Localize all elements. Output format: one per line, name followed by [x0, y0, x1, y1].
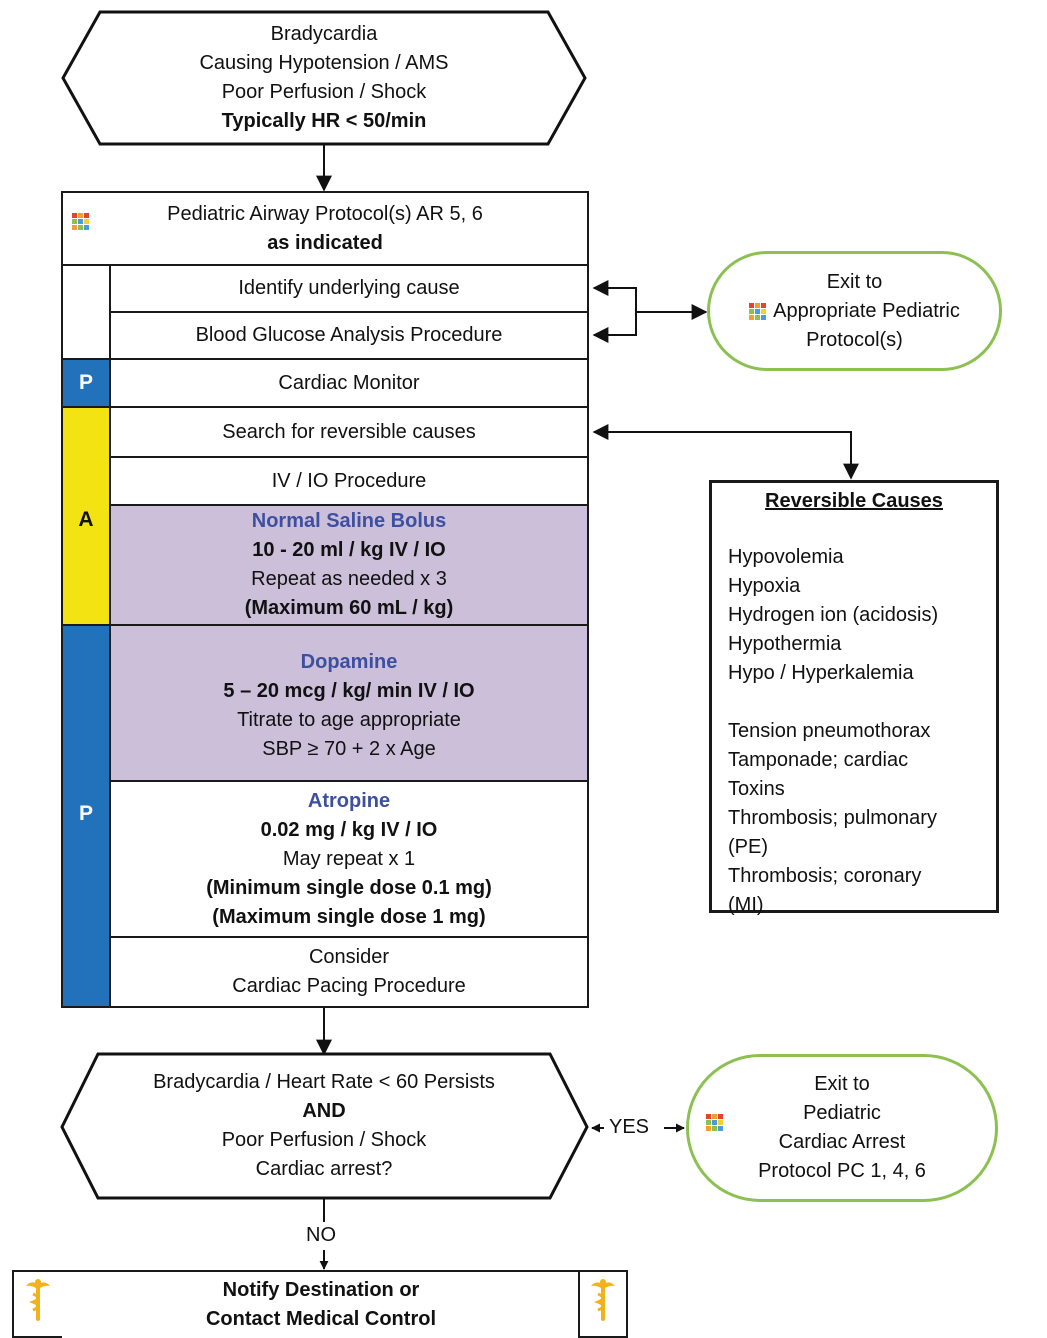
- yes-label: YES: [609, 1116, 650, 1138]
- exit-arrest-line-4: Protocol PC 1, 4, 6: [758, 1160, 926, 1182]
- start-node: Bradycardia Causing Hypotension / AMS Po…: [100, 14, 548, 142]
- decision-line-3: Poor Perfusion / Shock: [221, 1129, 427, 1151]
- caduceus-icon: [591, 1279, 615, 1321]
- atropine-dose: 0.02 mg / kg IV / IO: [260, 818, 438, 841]
- start-line-3: Poor Perfusion / Shock: [221, 81, 427, 103]
- notify-line-1: Notify Destination or: [222, 1279, 420, 1301]
- dopamine-name: Dopamine: [300, 651, 398, 673]
- cause-hypoxia: Hypoxia: [728, 575, 801, 597]
- atropine-name: Atropine: [307, 789, 391, 812]
- level-strip-advanced: A: [61, 406, 111, 626]
- medical-control-right: [578, 1270, 628, 1338]
- airway-protocol-title: Pediatric Airway Protocol(s) AR 5, 6: [167, 202, 483, 225]
- level-a-label: A: [78, 508, 94, 531]
- cardiac-monitor-label: Cardiac Monitor: [278, 371, 420, 394]
- step-blood-glucose: Blood Glucose Analysis Procedure: [109, 311, 589, 360]
- atropine-min: (Minimum single dose 0.1 mg): [206, 876, 492, 899]
- strip-blank: [61, 264, 111, 360]
- cause-hydrogen-ion: Hydrogen ion (acidosis): [728, 604, 939, 626]
- dopamine-dose: 5 – 20 mcg / kg/ min IV / IO: [223, 680, 475, 702]
- medical-control-left: [12, 1270, 64, 1338]
- exit-arrest-line-2: Pediatric: [803, 1102, 881, 1124]
- cause-hypo-hyperkalemia: Hypo / Hyperkalemia: [728, 662, 914, 684]
- exit-top-line-3: Protocol(s): [806, 328, 903, 351]
- dopamine-box: Dopamine 5 – 20 mcg / kg/ min IV / IO Ti…: [109, 624, 589, 782]
- atropine-box: Atropine 0.02 mg / kg IV / IO May repeat…: [109, 780, 589, 938]
- saline-name: Normal Saline Bolus: [251, 510, 447, 532]
- saline-repeat: Repeat as needed x 3: [251, 568, 447, 590]
- identify-cause-label: Identify underlying cause: [238, 277, 460, 299]
- cause-tamponade: Tamponade; cardiac: [728, 749, 909, 771]
- level-strip-paramedic-2: P: [61, 624, 111, 1008]
- step-cardiac-monitor: Cardiac Monitor: [109, 358, 589, 408]
- level-p2-label: P: [78, 802, 93, 825]
- atropine-repeat: May repeat x 1: [282, 847, 416, 870]
- start-heart-rate: Typically HR < 50/min: [221, 110, 427, 132]
- atropine-max: (Maximum single dose 1 mg): [212, 905, 486, 928]
- saline-max: (Maximum 60 mL / kg): [244, 597, 454, 619]
- protocol-grid-icon: [706, 1114, 723, 1131]
- cause-tension-pneumothorax: Tension pneumothorax: [728, 720, 931, 742]
- notify-line-2: Contact Medical Control: [205, 1308, 436, 1330]
- exit-cardiac-arrest: Exit to Pediatric Cardiac Arrest Protoco…: [686, 1054, 998, 1202]
- decision-node: Bradycardia / Heart Rate < 60 Persists A…: [98, 1056, 550, 1196]
- reversible-causes-title: Reversible Causes: [765, 490, 943, 512]
- no-label: NO: [306, 1224, 336, 1246]
- saline-bolus-box: Normal Saline Bolus 10 - 20 ml / kg IV /…: [109, 504, 589, 626]
- airway-protocol-box: Pediatric Airway Protocol(s) AR 5, 6 as …: [61, 191, 589, 266]
- step-identify-cause: Identify underlying cause: [109, 264, 589, 313]
- decision-hexagon: [60, 1052, 589, 1200]
- cause-thrombosis-coronary: Thrombosis; coronary: [728, 865, 922, 887]
- decision-line-4: Cardiac arrest?: [255, 1158, 393, 1180]
- exit-arrest-line-3: Cardiac Arrest: [778, 1131, 906, 1153]
- decision-line-1: Bradycardia / Heart Rate < 60 Persists: [153, 1071, 495, 1093]
- dopamine-titrate: Titrate to age appropriate: [237, 709, 461, 731]
- protocol-grid-icon: [749, 302, 767, 320]
- exit-top-line-2: Appropriate Pediatric: [773, 299, 960, 322]
- cause-hypothermia: Hypothermia: [728, 633, 842, 655]
- start-line-1: Bradycardia: [270, 23, 378, 45]
- caduceus-icon: [26, 1279, 50, 1321]
- step-search-reversible: Search for reversible causes: [109, 406, 589, 458]
- airway-protocol-note: as indicated: [267, 231, 383, 254]
- saline-dose: 10 - 20 ml / kg IV / IO: [252, 539, 446, 561]
- exit-arrest-line-1: Exit to: [814, 1073, 870, 1095]
- start-line-2: Causing Hypotension / AMS: [199, 52, 449, 74]
- cause-pe: (PE): [728, 836, 768, 858]
- pacing-consider: Consider: [308, 946, 390, 968]
- step-iv-io: IV / IO Procedure: [109, 456, 589, 506]
- cause-hypovolemia: Hypovolemia: [728, 546, 844, 568]
- start-hexagon: [61, 10, 587, 146]
- pacing-procedure: Cardiac Pacing Procedure: [232, 975, 466, 997]
- search-reversible-label: Search for reversible causes: [222, 420, 476, 443]
- exit-top-line-1: Exit to: [826, 270, 883, 293]
- decision-and: AND: [302, 1100, 346, 1122]
- exit-appropriate-protocol: Exit to Appropriate Pediatric Protocol(s…: [707, 251, 1002, 371]
- cardiac-pacing-box: Consider Cardiac Pacing Procedure: [109, 936, 589, 1008]
- dopamine-sbp: SBP ≥ 70 + 2 x Age: [262, 738, 436, 760]
- blood-glucose-label: Blood Glucose Analysis Procedure: [195, 324, 503, 346]
- level-p1-label: P: [78, 371, 93, 394]
- level-strip-paramedic-1: P: [61, 358, 111, 408]
- cause-toxins: Toxins: [728, 778, 785, 800]
- cause-mi: (MI): [728, 894, 764, 916]
- cause-thrombosis-pulmonary: Thrombosis; pulmonary: [728, 807, 937, 829]
- notify-medical-control: Notify Destination or Contact Medical Co…: [62, 1270, 580, 1338]
- reversible-causes-box: Reversible Causes Hypovolemia Hypoxia Hy…: [709, 480, 999, 916]
- protocol-grid-icon: [72, 213, 89, 230]
- iv-io-label: IV / IO Procedure: [271, 469, 427, 492]
